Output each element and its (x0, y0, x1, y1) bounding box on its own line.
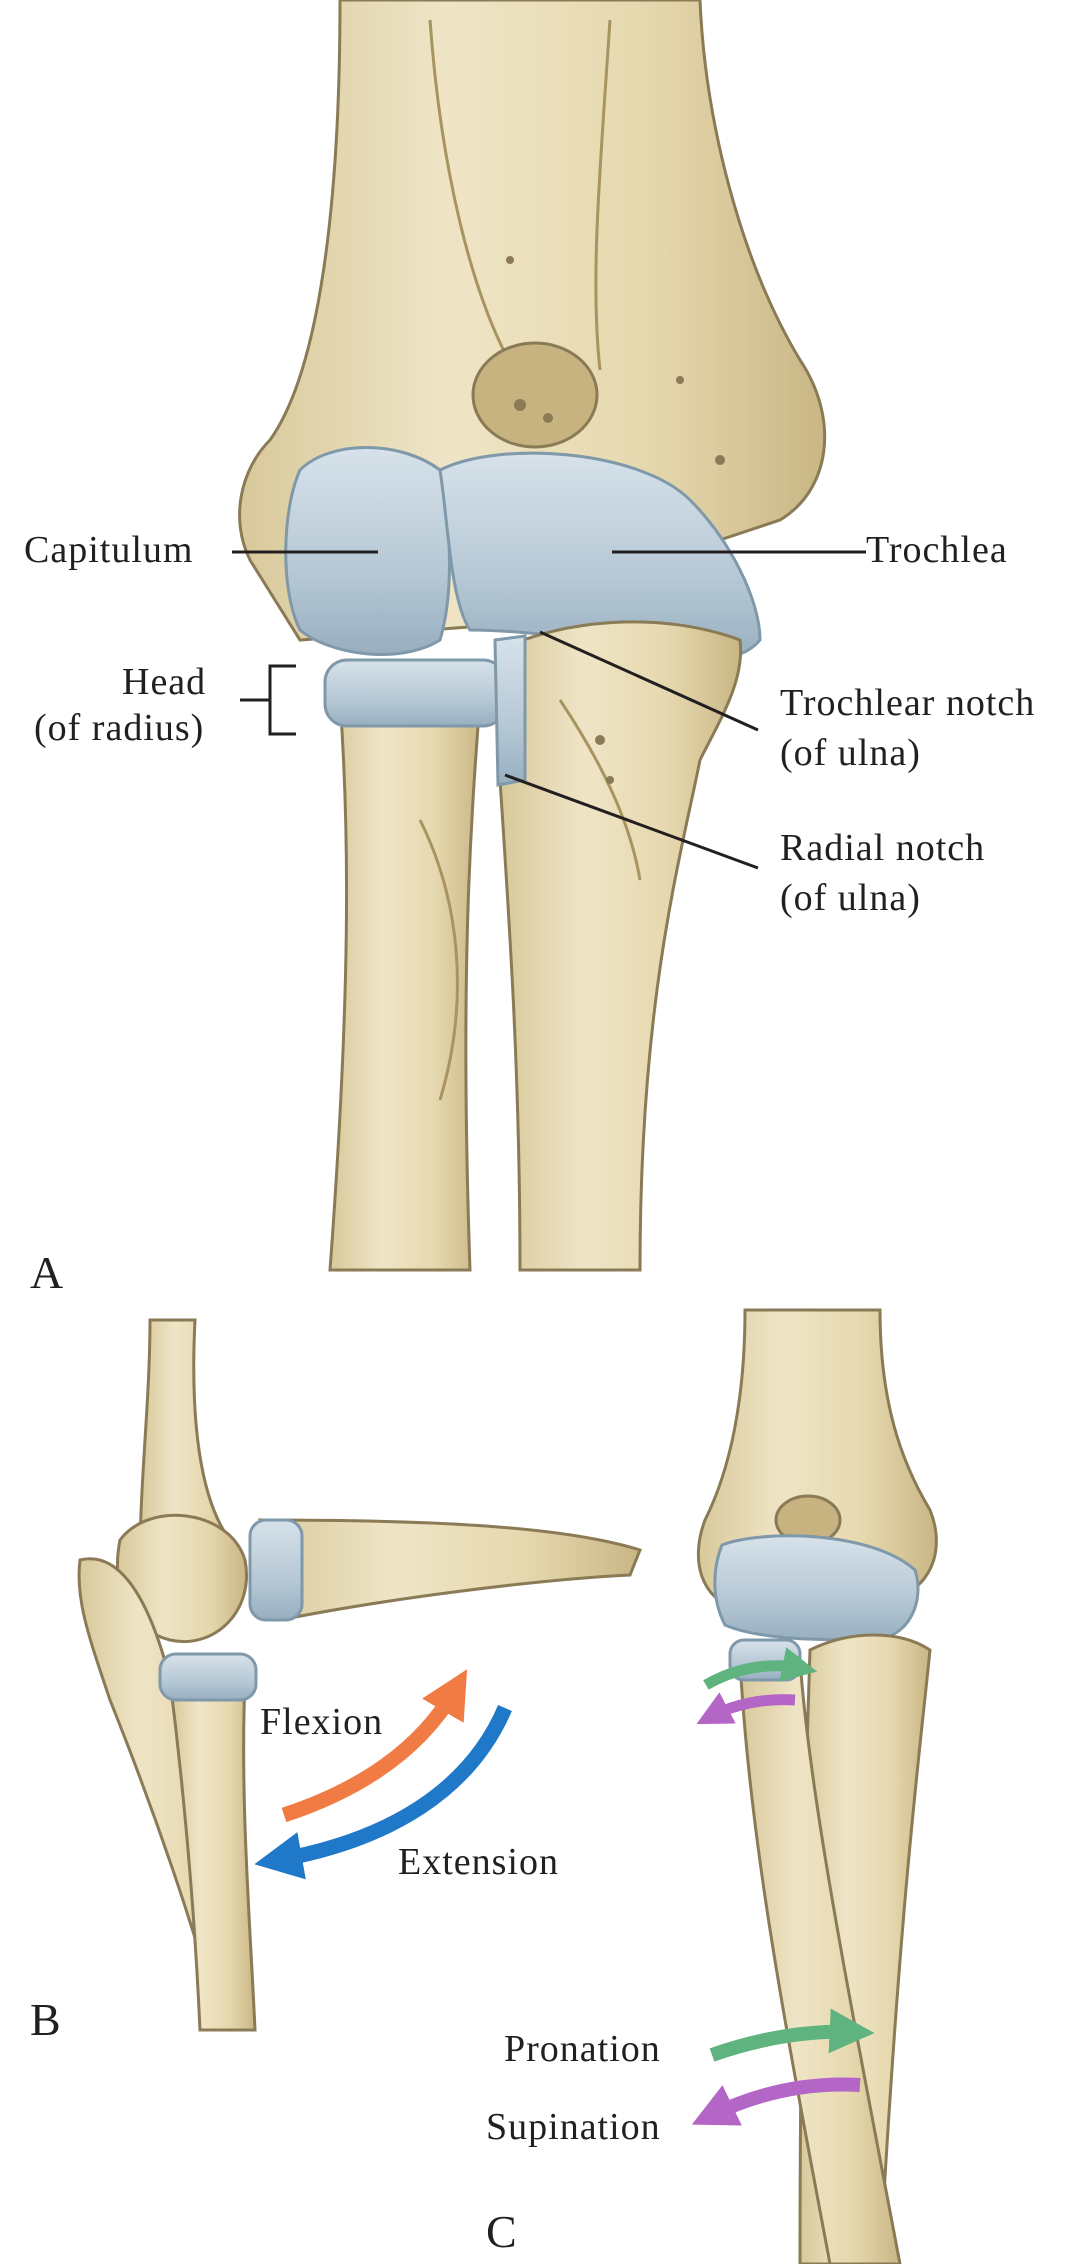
extension-label: Extension (398, 1840, 559, 1884)
radial-notch-cartilage (495, 636, 525, 785)
coronoid-fossa (473, 343, 597, 447)
head-label-line1: Head (122, 660, 206, 704)
supination-label: Supination (486, 2105, 661, 2149)
radius-flexed (260, 1520, 640, 1620)
radial-notch-label-line1: Radial notch (780, 826, 985, 870)
trochlear-notch-label-line1: Trochlear notch (780, 681, 1035, 725)
head-bracket (240, 666, 296, 734)
trochlear-notch-label-line2: (of ulna) (780, 731, 921, 775)
radial-head-flexed (250, 1520, 302, 1620)
flexion-label: Flexion (260, 1700, 383, 1744)
panel-c-letter: C (486, 2207, 517, 2257)
radial-head (325, 660, 505, 726)
panel-a-letter: A (30, 1248, 63, 1298)
radial-notch-label-line2: (of ulna) (780, 876, 921, 920)
panel-b-lateral-view (79, 1320, 640, 2030)
panel-a-anterior-view (232, 0, 866, 1270)
trochlea-label: Trochlea (866, 528, 1008, 572)
capitulum-label: Capitulum (24, 528, 193, 572)
ulna (500, 622, 741, 1270)
panel-b-letter: B (30, 1995, 61, 2045)
head-label-line2: (of radius) (34, 706, 204, 750)
pronation-label: Pronation (504, 2027, 661, 2071)
radial-head-extended (160, 1654, 256, 1700)
panel-c-rotation-view (698, 1310, 936, 2264)
